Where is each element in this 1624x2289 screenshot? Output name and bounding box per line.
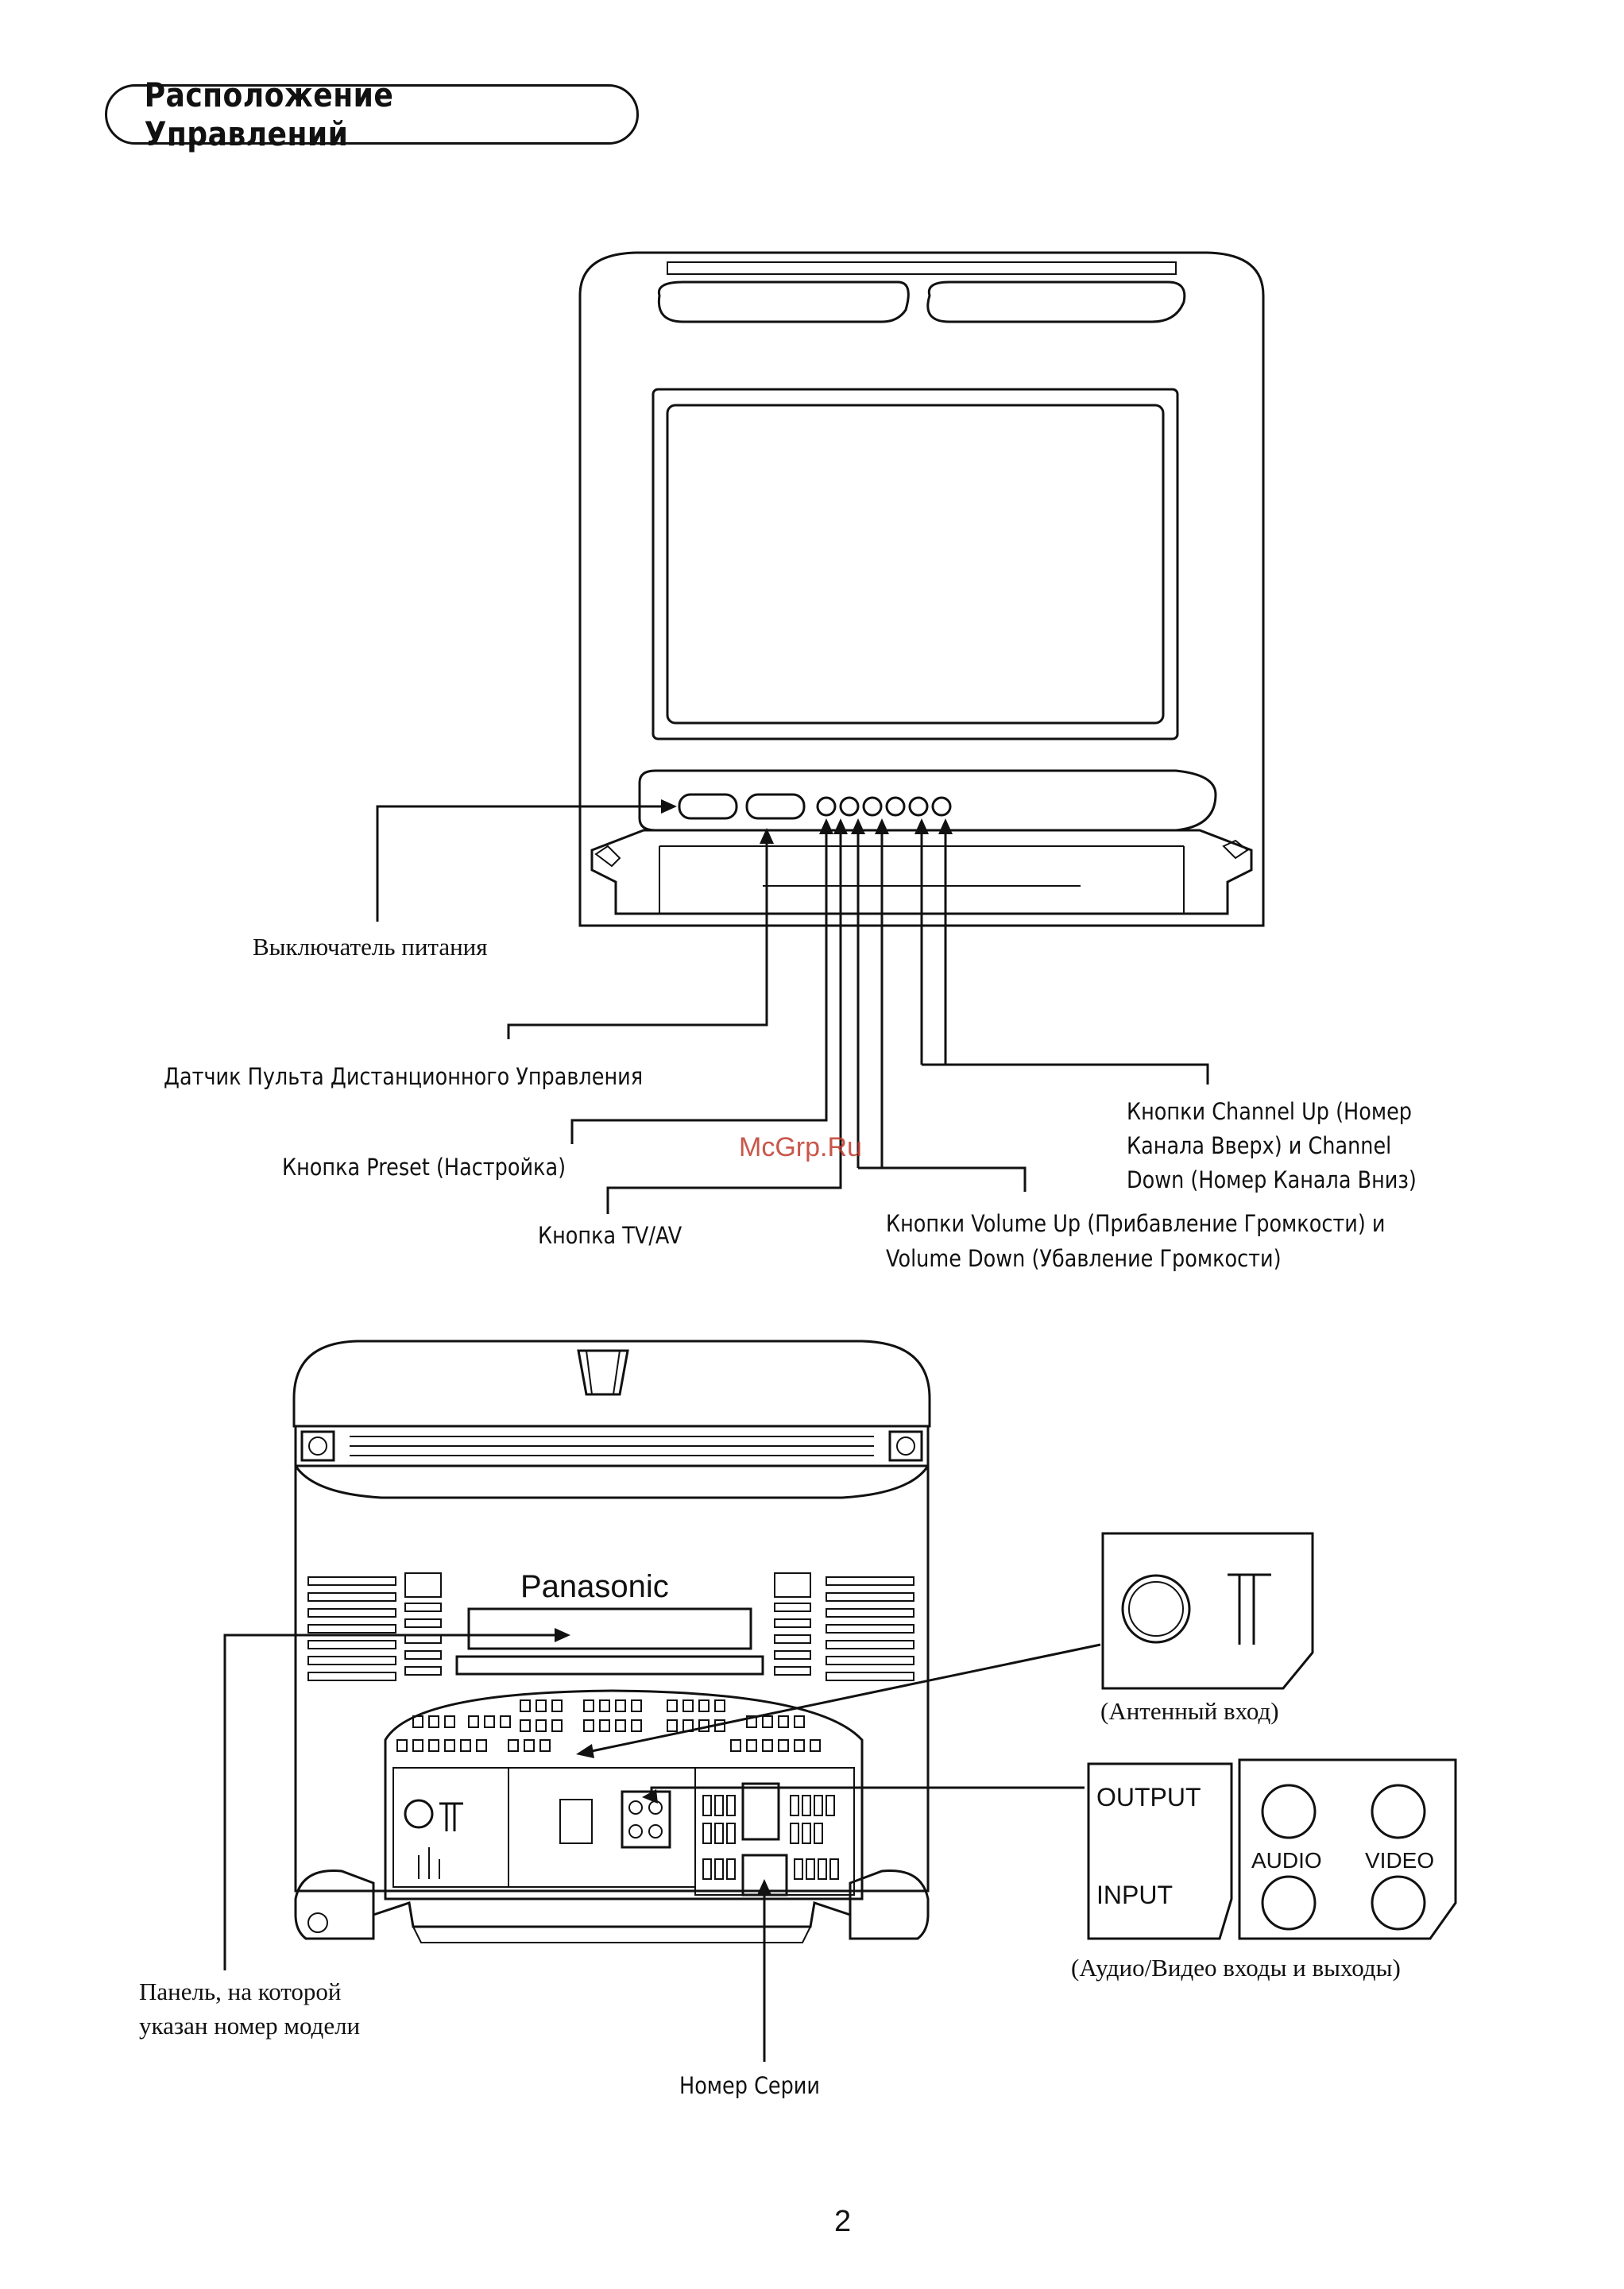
model-panel-label-2: указан номер модели [139, 2012, 361, 2040]
video-label: VIDEO [1365, 1848, 1435, 1873]
audio-label: AUDIO [1251, 1848, 1322, 1873]
front-leader-lines [376, 799, 1209, 1214]
antenna-input-label: (Антенный вход) [1100, 1697, 1279, 1725]
serial-number-label: Номер Серии [679, 2072, 820, 2099]
page-number: 2 [834, 2205, 852, 2238]
channel-buttons-label-3: Down (Номер Канала Вниз) [1127, 1166, 1417, 1193]
volume-buttons-label-2: Volume Down (Убавление Громкости) [886, 1245, 1282, 1272]
av-io-label: (Аудио/Видео входы и выходы) [1071, 1954, 1401, 1982]
model-number-plate [467, 1607, 752, 1650]
av-io-detail [1087, 1758, 1457, 1940]
tv-front-view [578, 251, 1265, 927]
page-title: Расположение Управлений [144, 75, 394, 153]
power-switch-shape [678, 793, 738, 820]
input-label: INPUT [1096, 1881, 1173, 1909]
power-switch-label: Выключатель питания [253, 933, 488, 961]
rear-leader-lines [223, 1628, 1101, 2062]
tvav-button-label: Кнопка TV/AV [538, 1222, 682, 1249]
brand-logo: Panasonic [520, 1569, 669, 1604]
remote-sensor-label: Датчик Пульта Дистанционного Управления [164, 1063, 644, 1090]
preset-button-label: Кнопка Preset (Настройка) [282, 1154, 566, 1181]
tv-rear-view [292, 1340, 931, 1943]
output-label: OUTPUT [1096, 1783, 1201, 1811]
model-panel-label-1: Панель, на которой [139, 1978, 342, 2005]
volume-buttons-label-1: Кнопки Volume Up (Прибавление Громкости)… [886, 1210, 1386, 1237]
channel-buttons-label-1: Кнопки Channel Up (Номер [1127, 1098, 1413, 1125]
remote-sensor-shape [745, 793, 806, 820]
channel-buttons-label-2: Канала Вверх) и Channel [1127, 1132, 1392, 1159]
page-title-box: Расположение Управлений [105, 75, 639, 153]
antenna-input-detail [1101, 1532, 1314, 1690]
watermark: McGrp.Ru [739, 1132, 862, 1162]
